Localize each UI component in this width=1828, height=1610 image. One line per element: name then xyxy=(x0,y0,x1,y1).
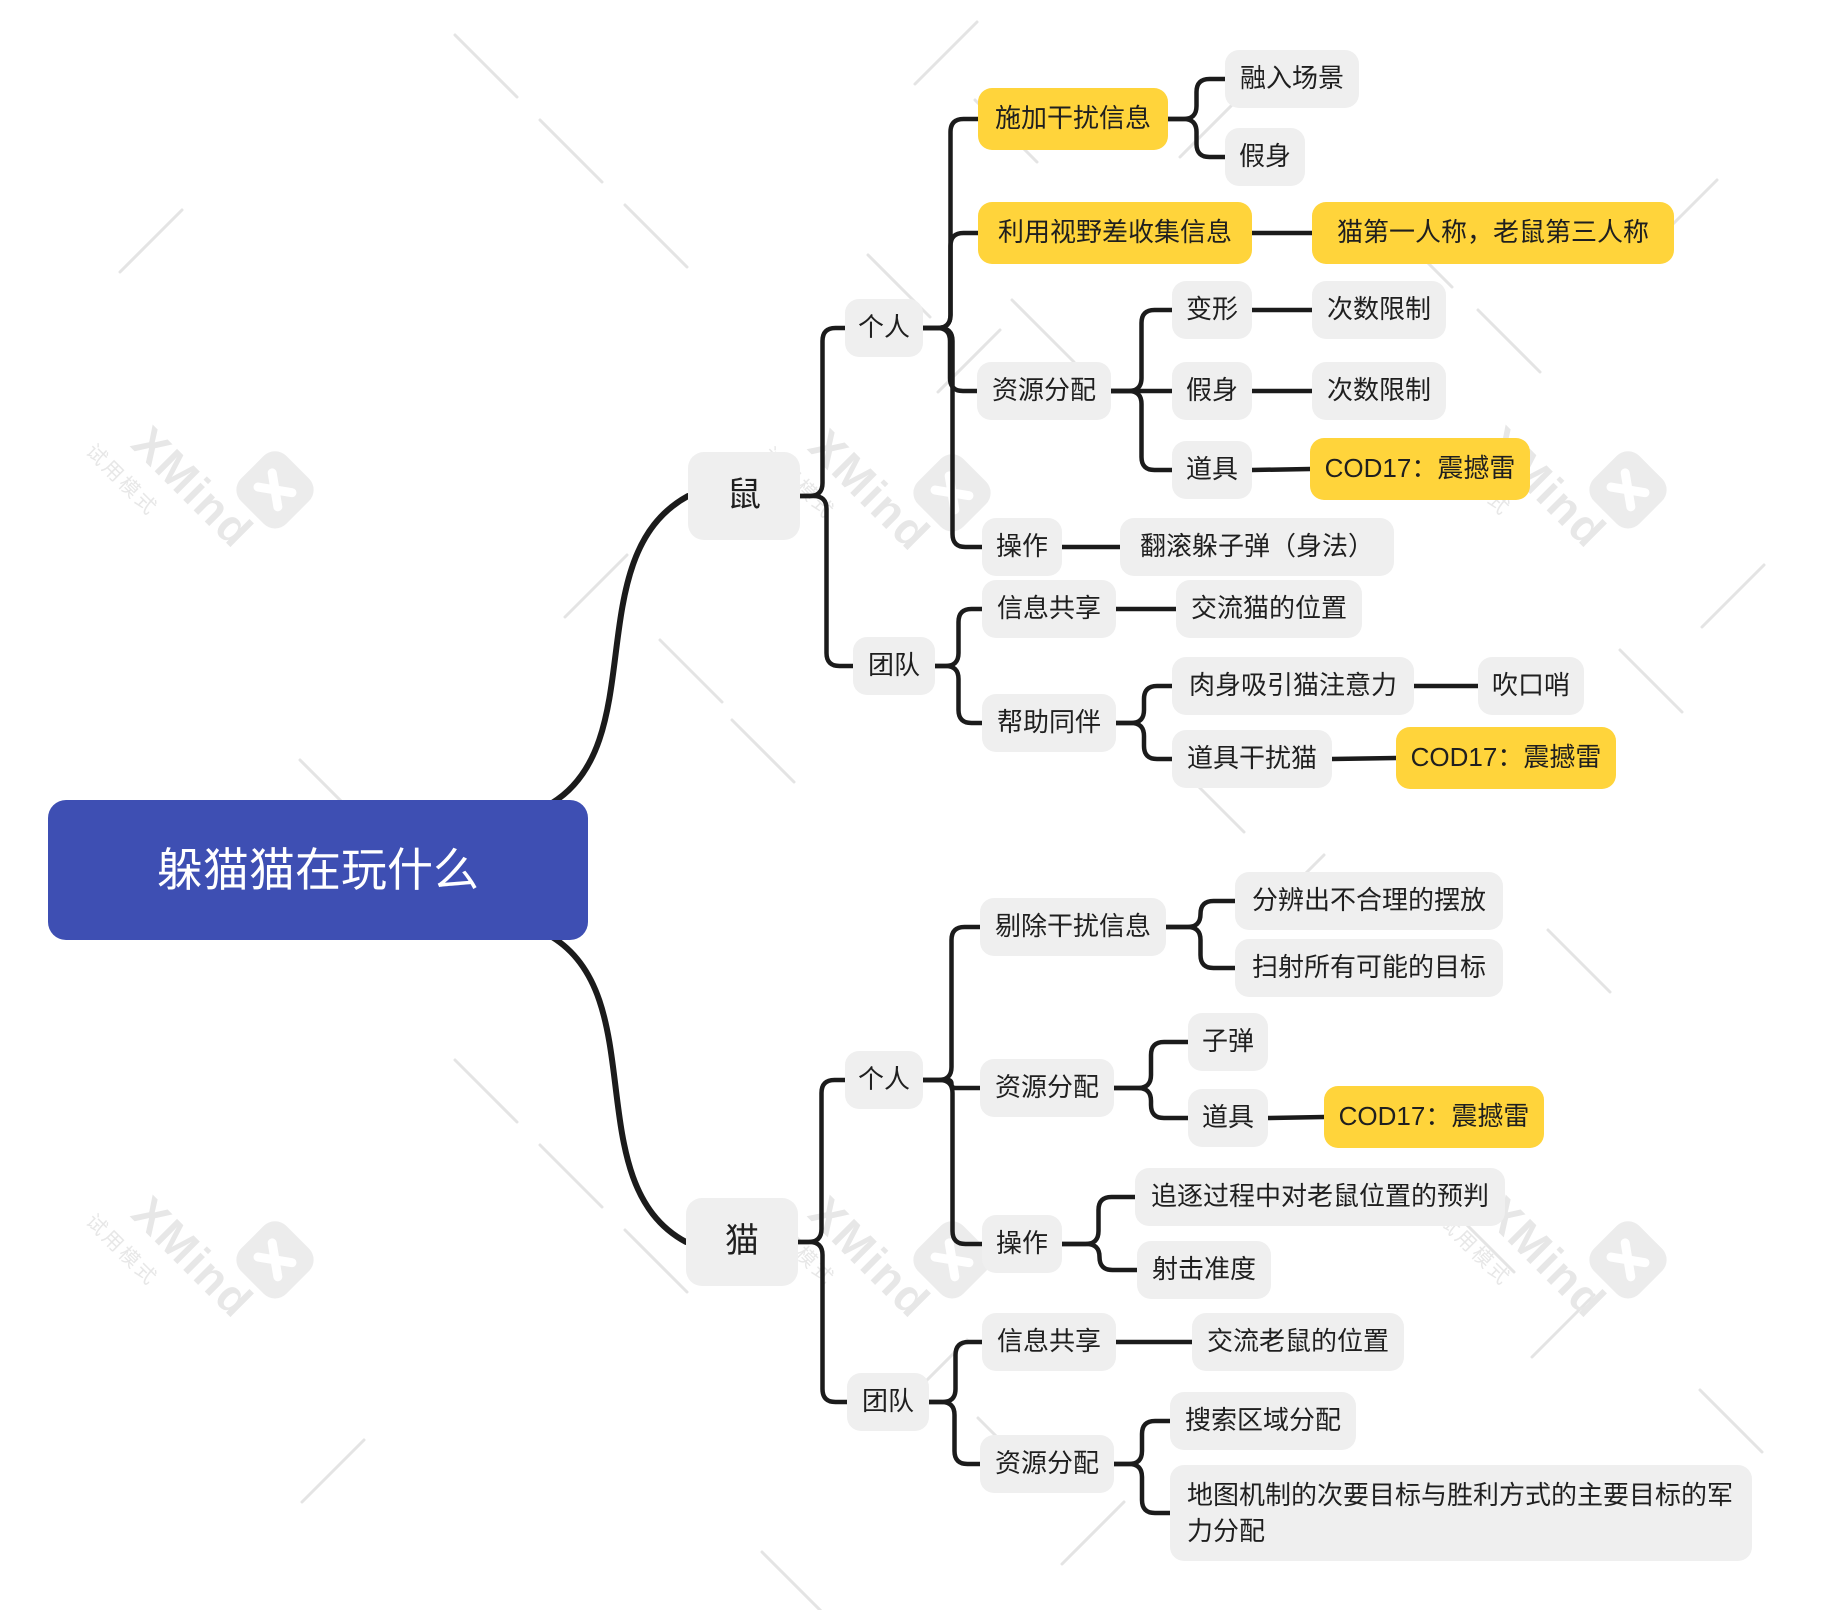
topic-mouse[interactable]: 鼠 xyxy=(688,452,800,540)
topic-cod17-1[interactable]: COD17：震撼雷 xyxy=(1310,438,1530,500)
topic-prop-disturb[interactable]: 道具干扰猫 xyxy=(1172,730,1332,788)
connector xyxy=(1108,388,1175,473)
topic-fake-body-2[interactable]: 假身 xyxy=(1172,362,1252,420)
topic-use-view-gap[interactable]: 利用视野差收集信息 xyxy=(978,202,1252,264)
topic-operation-1[interactable]: 操作 xyxy=(982,518,1062,576)
topic-add-distraction[interactable]: 施加干扰信息 xyxy=(978,88,1168,150)
connector xyxy=(797,493,856,669)
connector xyxy=(926,1399,983,1467)
topic-cat[interactable]: 猫 xyxy=(686,1198,798,1286)
topic-help-teammates[interactable]: 帮助同伴 xyxy=(982,694,1116,752)
topic-cat-first-person[interactable]: 猫第一人称，老鼠第三人称 xyxy=(1312,202,1674,264)
connector xyxy=(795,1239,850,1405)
topic-whistle[interactable]: 吹口哨 xyxy=(1478,657,1584,715)
topic-fake-body-1[interactable]: 假身 xyxy=(1225,128,1305,186)
topic-shooting-accuracy[interactable]: 射击准度 xyxy=(1137,1241,1271,1299)
topic-remove-distraction[interactable]: 剔除干扰信息 xyxy=(980,898,1166,956)
topic-cod17-2[interactable]: COD17：震撼雷 xyxy=(1396,727,1616,789)
topic-count-limit-1[interactable]: 次数限制 xyxy=(1312,281,1446,339)
topic-info-share-2[interactable]: 信息共享 xyxy=(982,1313,1116,1371)
topic-map-mechanism[interactable]: 地图机制的次要目标与胜利方式的主要目标的军力分配 xyxy=(1170,1465,1752,1561)
topic-cod17-3[interactable]: COD17：震撼雷 xyxy=(1324,1086,1544,1148)
topic-info-share-1[interactable]: 信息共享 xyxy=(982,580,1116,638)
connector xyxy=(549,493,691,806)
connector xyxy=(1249,466,1313,473)
topic-cat-team[interactable]: 团队 xyxy=(847,1373,929,1431)
topic-resource-alloc-2[interactable]: 资源分配 xyxy=(980,1059,1114,1117)
connector xyxy=(549,934,689,1245)
topic-operation-2[interactable]: 操作 xyxy=(982,1215,1062,1273)
connector xyxy=(1163,924,1238,971)
topic-spray-targets[interactable]: 扫射所有可能的目标 xyxy=(1235,939,1503,997)
connector xyxy=(1111,1085,1191,1121)
topic-mouse-team[interactable]: 团队 xyxy=(853,637,935,695)
topic-body-attract[interactable]: 肉身吸引猫注意力 xyxy=(1172,657,1414,715)
connector xyxy=(1165,116,1228,160)
connector xyxy=(1059,1241,1140,1273)
topic-prop-2[interactable]: 道具 xyxy=(1188,1089,1268,1147)
connector xyxy=(1265,1114,1327,1121)
connector xyxy=(920,325,985,550)
topic-bullet[interactable]: 子弹 xyxy=(1188,1013,1268,1071)
topic-prop-1[interactable]: 道具 xyxy=(1172,441,1252,499)
topic-mouse-personal[interactable]: 个人 xyxy=(845,299,923,357)
topic-search-area[interactable]: 搜索区域分配 xyxy=(1170,1392,1356,1450)
topic-roll-dodge[interactable]: 翻滚躲子弹（身法） xyxy=(1120,518,1394,576)
topic-cat-personal[interactable]: 个人 xyxy=(845,1051,923,1109)
topic-blend-into-scene[interactable]: 融入场景 xyxy=(1225,50,1359,108)
connector xyxy=(1111,1461,1173,1516)
topic-share-cat-pos[interactable]: 交流猫的位置 xyxy=(1176,580,1362,638)
topic-chase-predict[interactable]: 追逐过程中对老鼠位置的预判 xyxy=(1135,1168,1505,1226)
topic-count-limit-2[interactable]: 次数限制 xyxy=(1312,362,1446,420)
topic-root[interactable]: 躲猫猫在玩什么 xyxy=(48,800,588,940)
connector xyxy=(1113,720,1175,762)
topic-resource-alloc-3[interactable]: 资源分配 xyxy=(980,1435,1114,1493)
topic-spot-unreasonable[interactable]: 分辨出不合理的摆放 xyxy=(1235,872,1503,930)
connector xyxy=(1329,755,1399,762)
topic-transform[interactable]: 变形 xyxy=(1172,281,1252,339)
topic-resource-alloc-1[interactable]: 资源分配 xyxy=(977,362,1111,420)
connector xyxy=(932,663,985,726)
topic-share-mouse-pos[interactable]: 交流老鼠的位置 xyxy=(1192,1313,1404,1371)
